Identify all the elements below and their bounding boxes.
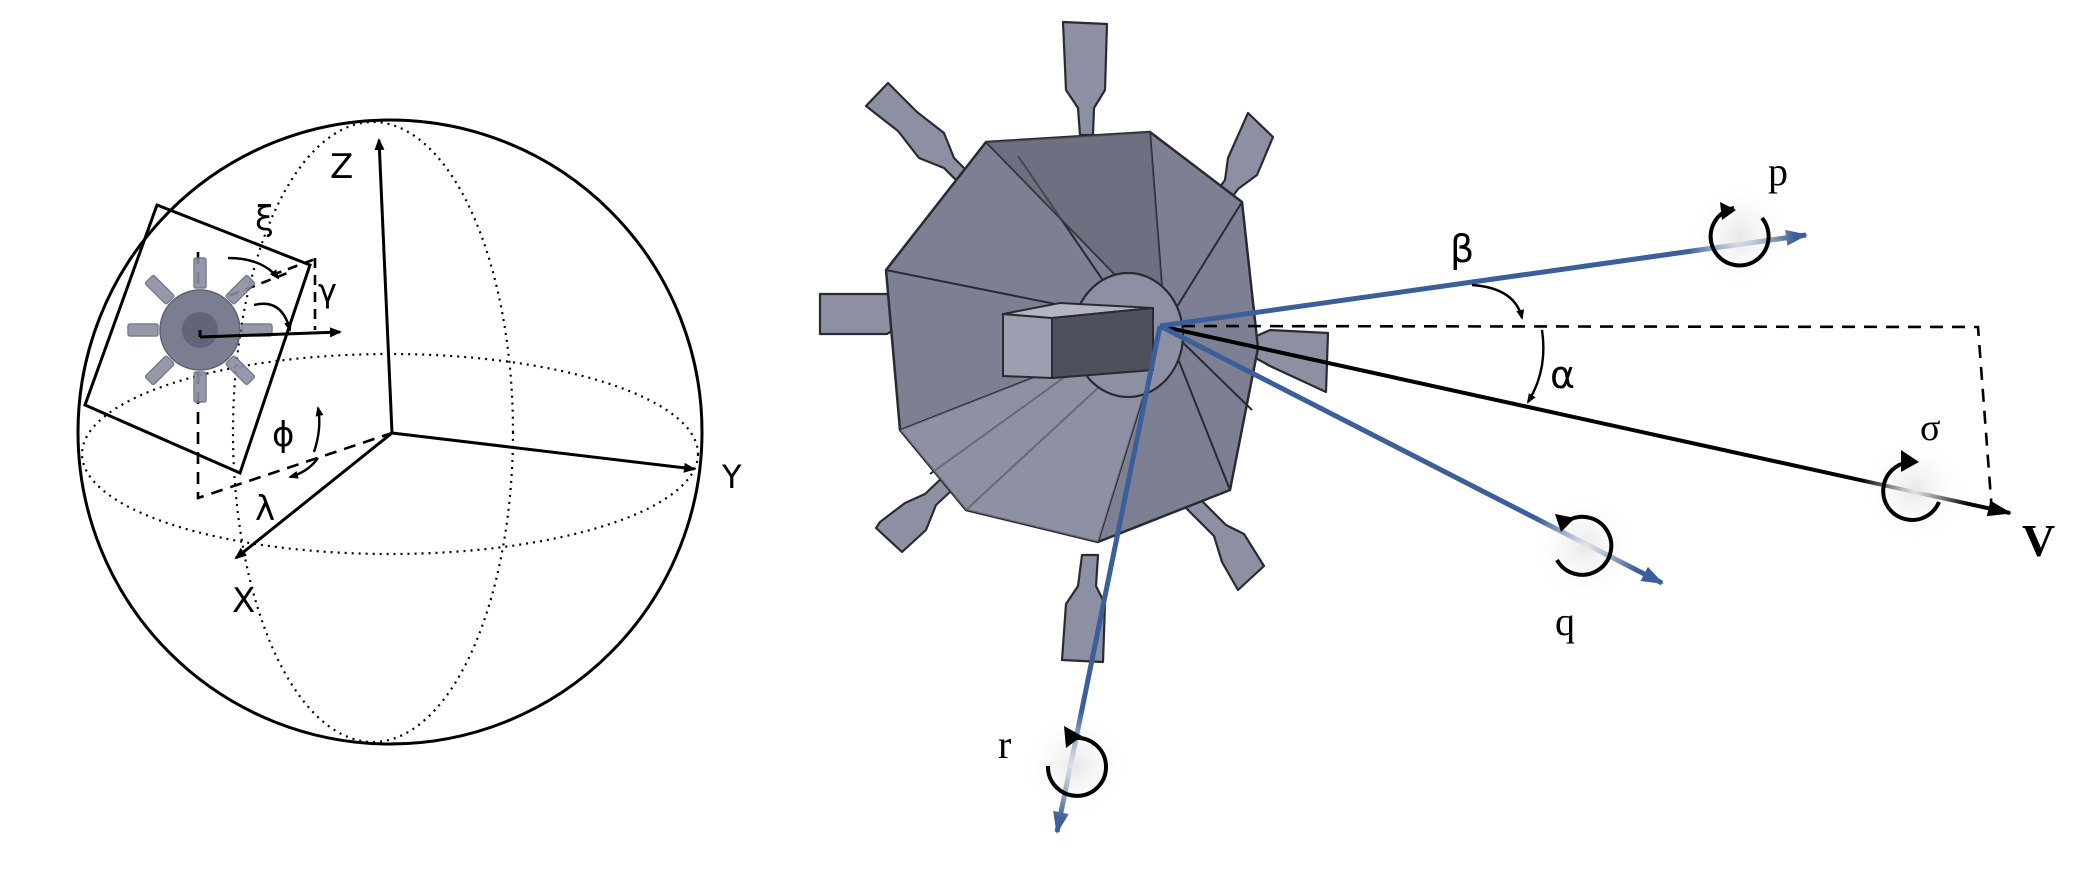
module-front	[1002, 312, 1053, 380]
gamma-label: γ	[318, 272, 337, 310]
y-axis-label: Y	[721, 458, 742, 496]
spacecraft-diagram: β α p q r σ V	[818, 20, 2055, 834]
sphere-outline	[76, 118, 704, 746]
beta-label: β	[1450, 227, 1474, 271]
q-label: q	[1555, 599, 1575, 644]
z-axis-label: Z	[330, 147, 353, 187]
z-axis	[374, 138, 394, 434]
beta-arc	[1471, 283, 1525, 320]
tangent-plane	[83, 203, 312, 476]
reference-dashes	[1159, 324, 1994, 513]
projection-dashes	[196, 252, 393, 500]
xi-label: ξ	[255, 199, 274, 239]
sphere-diagram: Z Y X ξ γ ϕ λ	[76, 118, 742, 746]
equator-ellipse	[80, 352, 700, 556]
gamma-arc	[253, 302, 292, 332]
sigma-label: σ	[1920, 407, 1940, 449]
xi-arc	[227, 256, 280, 280]
alpha-arc	[1526, 329, 1545, 404]
p-label: p	[1768, 149, 1788, 194]
phi-arc	[312, 406, 324, 453]
gamma-dash-top	[271, 256, 319, 277]
lambda-arc	[288, 457, 319, 479]
plane-normal-arrow	[199, 327, 342, 339]
alpha-label: α	[1550, 353, 1575, 397]
r-rotation-icon	[1021, 711, 1131, 821]
sigma-rotation-icon	[1860, 435, 1970, 545]
meridian-ellipse	[231, 120, 515, 744]
y-axis	[391, 431, 696, 473]
phi-label: ϕ	[272, 415, 294, 455]
q-rotation-icon	[1530, 493, 1640, 603]
x-axis	[234, 431, 393, 560]
p-rotation-icon	[1685, 181, 1795, 291]
module-side	[1051, 306, 1154, 380]
x-axis-label: X	[232, 581, 255, 621]
v-label: V	[2022, 515, 2055, 566]
lambda-label: λ	[255, 489, 275, 529]
r-label: r	[998, 722, 1011, 767]
